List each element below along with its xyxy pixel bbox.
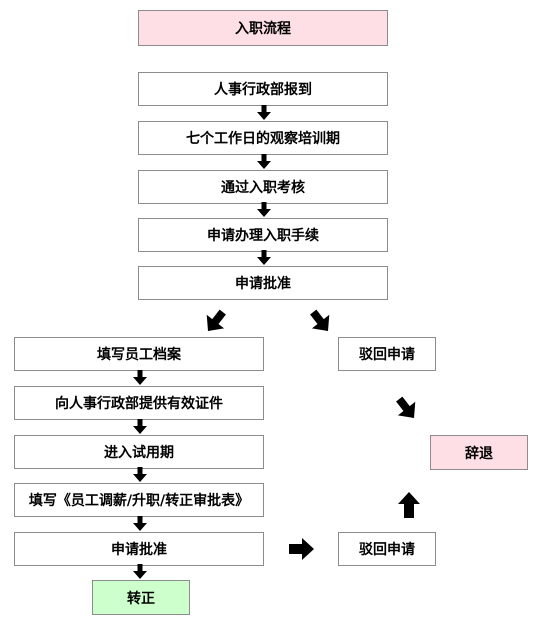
resign-box: 辞退 — [430, 435, 528, 470]
step-probation-label: 进入试用期 — [104, 445, 174, 461]
arrow-down-6 — [133, 419, 147, 434]
title-box: 入职流程 — [138, 10, 388, 46]
resign-label: 辞退 — [465, 445, 493, 462]
step-approve-bottom-label: 申请批准 — [111, 542, 167, 558]
step-observation-training-label: 七个工作日的观察培训期 — [186, 131, 340, 147]
title-text: 入职流程 — [235, 21, 291, 37]
step-provide-documents-label: 向人事行政部提供有效证件 — [55, 396, 223, 412]
arrow-down-2 — [257, 154, 271, 169]
step-fill-employee-file: 填写员工档案 — [14, 337, 264, 371]
arrow-to-reject-top — [304, 305, 337, 338]
reject-top-box: 驳回申请 — [338, 337, 436, 371]
arrow-down-1 — [257, 105, 271, 120]
step-apply-onboarding-label: 申请办理入职手续 — [207, 228, 319, 244]
step-fill-approval-form-label: 填写《员工调薪/升职/转正审批表》 — [28, 493, 250, 509]
step-observation-training: 七个工作日的观察培训期 — [138, 121, 388, 155]
arrow-down-3 — [257, 202, 271, 217]
step-approve-top: 申请批准 — [138, 266, 388, 300]
reject-top-label: 驳回申请 — [359, 347, 415, 363]
arrow-reject-to-resign — [390, 392, 423, 425]
arrow-reject-bottom-to-resign — [398, 492, 420, 518]
arrow-to-reject-bottom — [289, 538, 314, 560]
step-provide-documents: 向人事行政部提供有效证件 — [14, 386, 264, 420]
step-apply-onboarding: 申请办理入职手续 — [138, 218, 388, 252]
reject-bottom-box: 驳回申请 — [338, 532, 436, 566]
step-probation: 进入试用期 — [14, 435, 264, 469]
reject-bottom-label: 驳回申请 — [359, 542, 415, 558]
arrow-down-8 — [133, 516, 147, 531]
regularize-box: 转正 — [92, 580, 190, 615]
step-report-hr-label: 人事行政部报到 — [214, 82, 312, 98]
step-fill-employee-file-label: 填写员工档案 — [97, 347, 181, 363]
arrow-down-4 — [257, 250, 271, 265]
step-approve-top-label: 申请批准 — [235, 276, 291, 292]
arrow-down-5 — [133, 370, 147, 385]
arrow-down-9 — [133, 564, 147, 579]
regularize-label: 转正 — [127, 590, 155, 607]
step-pass-assessment-label: 通过入职考核 — [221, 180, 305, 196]
arrow-to-employee-file — [199, 305, 232, 338]
arrow-down-7 — [133, 467, 147, 482]
step-fill-approval-form: 填写《员工调薪/升职/转正审批表》 — [14, 483, 264, 517]
